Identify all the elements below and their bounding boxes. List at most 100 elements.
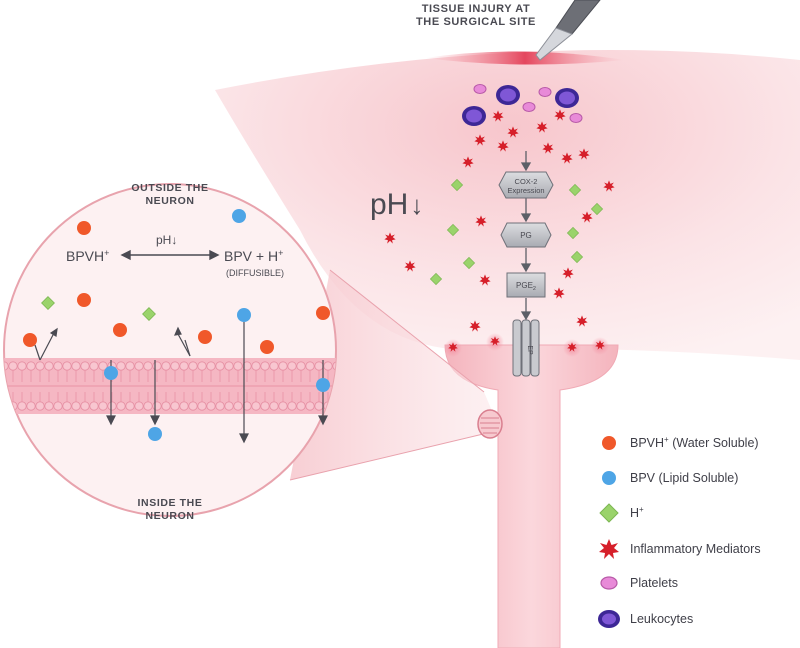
- lipid-head: [4, 401, 9, 411]
- legend-item-lipid-soluble: BPV (Lipid Soluble): [596, 465, 738, 491]
- lipid-head: [80, 401, 90, 411]
- bpv-particle: [104, 366, 118, 380]
- lipid-head: [206, 401, 216, 411]
- lipid-head: [305, 401, 315, 411]
- legend-label-hydrogen: H+: [630, 505, 644, 521]
- scalpel-icon: [535, 0, 601, 61]
- lipid-head: [44, 401, 54, 411]
- lipid-head: [26, 361, 36, 371]
- inflammatory-mediator-icon: [599, 539, 619, 559]
- lipid-head: [287, 361, 297, 371]
- lipid-head: [305, 361, 315, 371]
- lipid-head: [53, 401, 63, 411]
- lipid-head: [251, 401, 261, 411]
- lipid-head: [278, 401, 288, 411]
- lipid-head: [35, 401, 45, 411]
- lipid-head: [251, 361, 261, 371]
- lipid-head: [269, 361, 279, 371]
- lipid-head: [8, 361, 18, 371]
- bpvh-particle: [77, 221, 91, 235]
- lipid-heads-top: [4, 361, 336, 382]
- legend-item-water-soluble: BPVH+ (Water Soluble): [596, 430, 759, 456]
- eq-ph-label: pH↓: [156, 233, 177, 247]
- lipid-head: [170, 361, 180, 371]
- legend-label-lipid-soluble: BPV (Lipid Soluble): [630, 471, 739, 485]
- lipid-head: [179, 401, 189, 411]
- lipid-head: [71, 401, 81, 411]
- lipid-head: [80, 361, 90, 371]
- pge2-label: PGE: [516, 281, 533, 290]
- lipid-head: [125, 361, 135, 371]
- lipid-head: [53, 361, 63, 371]
- bpvh-particle: [23, 333, 37, 347]
- ep-label: EP: [526, 345, 533, 355]
- leukocyte-icon: [598, 610, 620, 628]
- legend-label-mediators: Inflammatory Mediators: [630, 542, 761, 556]
- bpvh-particle: [316, 306, 330, 320]
- lipid-head: [314, 361, 324, 371]
- lipid-head: [188, 361, 198, 371]
- lipid-head: [197, 361, 207, 371]
- bpvh-particle: [198, 330, 212, 344]
- lipid-head: [224, 401, 234, 411]
- lipid-head: [89, 401, 99, 411]
- lipid-head: [4, 361, 9, 371]
- lipid-head: [233, 401, 243, 411]
- pge2-box: PGE2: [506, 272, 546, 298]
- cox2-label-1: COX-2: [515, 177, 538, 186]
- bpvh-particle: [260, 340, 274, 354]
- inside-neuron-label-1: INSIDE THE: [138, 497, 203, 509]
- lipid-head: [62, 361, 72, 371]
- bpv-particle: [237, 308, 251, 322]
- lipid-head: [161, 401, 171, 411]
- lipid-head: [260, 401, 270, 411]
- lipid-head: [98, 401, 108, 411]
- leukocyte-cells: [462, 85, 579, 126]
- receptor-glow: [444, 333, 609, 357]
- pg-label: PG: [520, 231, 532, 240]
- lipid-head: [107, 401, 117, 411]
- bpv-particle: [316, 378, 330, 392]
- legend-item-platelets: Platelets: [596, 570, 678, 596]
- lipid-head: [44, 361, 54, 371]
- zoom-marker-ring: [477, 409, 503, 439]
- lipid-head: [35, 361, 45, 371]
- lipid-head: [296, 361, 306, 371]
- diffusible-label: (DIFFUSIBLE): [226, 268, 284, 278]
- equilibrium-arrow: [120, 249, 220, 261]
- lipid-head: [269, 401, 279, 411]
- incision-mark: [425, 51, 625, 65]
- bpv-particle: [148, 427, 162, 441]
- legend-item-leukocytes: Leukocytes: [596, 606, 693, 632]
- platelet-icon: [600, 576, 618, 590]
- legend-item-mediators: Inflammatory Mediators: [596, 536, 761, 562]
- hydrogen-diamond-icon: [599, 503, 619, 523]
- zoom-cone: [290, 270, 500, 480]
- lipid-head: [152, 361, 162, 371]
- lipid-head: [17, 401, 27, 411]
- outside-neuron-label-2: NEURON: [145, 195, 194, 207]
- lipid-head: [161, 361, 171, 371]
- bpv-particle: [232, 209, 246, 223]
- bpv-h-plus-label: BPV + H+: [224, 248, 283, 264]
- lipid-head: [134, 361, 144, 371]
- cox2-label-2: Expression: [507, 186, 544, 195]
- pg-box: PG: [500, 222, 552, 248]
- lipid-head: [278, 361, 288, 371]
- lipid-head: [125, 401, 135, 411]
- lipid-head: [188, 401, 198, 411]
- lipid-head: [71, 361, 81, 371]
- lipid-head: [296, 401, 306, 411]
- lipid-head: [260, 361, 270, 371]
- lipid-head: [116, 401, 126, 411]
- pge2-subscript: 2: [533, 286, 536, 292]
- lipid-head: [116, 361, 126, 371]
- bpvh-particle: [113, 323, 127, 337]
- lipid-soluble-dot-icon: [602, 471, 616, 485]
- lipid-head: [332, 361, 336, 371]
- lipid-head: [152, 401, 162, 411]
- inside-neuron-label-2: NEURON: [145, 510, 194, 522]
- svg-text:PGE2: PGE2: [516, 281, 536, 292]
- legend-label-leukocytes: Leukocytes: [630, 612, 694, 626]
- bpvh-plus-label: BPVH+: [66, 248, 109, 264]
